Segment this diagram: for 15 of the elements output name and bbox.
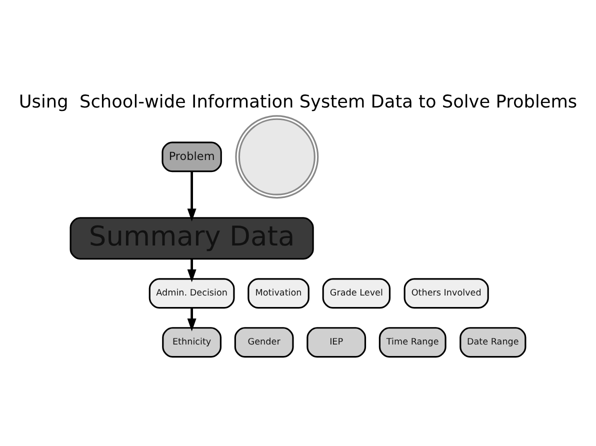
node-box: IEP: [306, 326, 366, 358]
node-box: Gender: [234, 326, 294, 358]
node-picture: [235, 114, 319, 198]
arrow: [187, 258, 196, 282]
node-box: Date Range: [460, 326, 526, 358]
arrow: [187, 307, 196, 331]
node-box: Time Range: [378, 326, 446, 358]
node-box: Grade Level: [322, 278, 391, 308]
node-box: Motivation: [248, 278, 310, 308]
node-box: Ethnicity: [162, 326, 222, 358]
node-box: Admin. Decision: [148, 278, 235, 308]
node-box: Others Involved: [404, 278, 489, 308]
arrow: [187, 171, 196, 221]
node-box: Problem: [162, 141, 222, 172]
diagram-title: Using School-wide Information System Data to Solve Problems: [18, 92, 578, 112]
